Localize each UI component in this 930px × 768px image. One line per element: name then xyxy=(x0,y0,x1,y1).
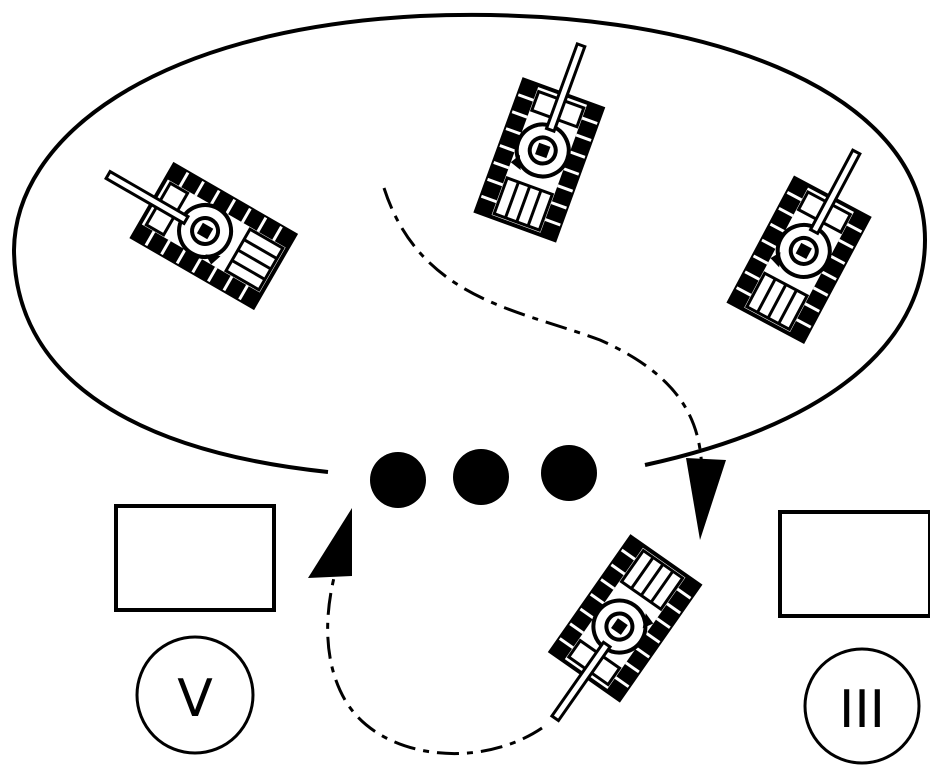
right-box xyxy=(778,510,930,618)
right-circle xyxy=(803,647,921,765)
tank-icon xyxy=(729,132,893,341)
right-circle-label: III xyxy=(839,680,885,740)
tank-icon xyxy=(473,28,623,243)
dashed-arrow-icon xyxy=(382,187,704,471)
dot-icon xyxy=(541,445,597,501)
arrowhead-icon xyxy=(308,508,352,578)
left-box xyxy=(114,504,276,612)
enclosing-curve xyxy=(11,12,928,474)
dashed-arrow-icon xyxy=(326,569,543,755)
dot-icon xyxy=(453,449,509,505)
arrowhead-icon xyxy=(686,458,726,540)
tank-icon xyxy=(518,534,702,745)
dot-icon xyxy=(370,452,426,508)
tank-icon xyxy=(85,136,298,310)
left-circle-label: V xyxy=(177,669,213,729)
left-circle xyxy=(135,635,255,755)
